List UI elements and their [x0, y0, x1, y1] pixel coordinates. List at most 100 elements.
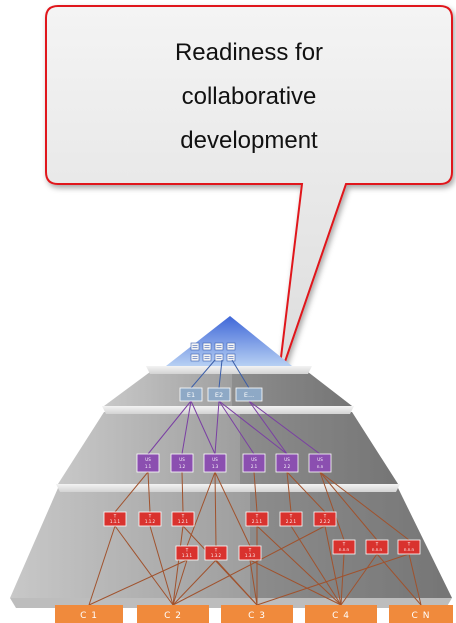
- image-icon: [226, 342, 236, 351]
- epic-story-link: [214, 400, 220, 455]
- callout-shape: [45, 5, 453, 383]
- callout-line-2: collaborative: [182, 83, 317, 110]
- epic-story-link: [248, 400, 288, 455]
- user-story-id: 1.3: [212, 464, 219, 469]
- task-client-link: [340, 553, 378, 606]
- user-story-id: 2.1: [251, 464, 258, 469]
- task-id: 1.1.2: [145, 519, 156, 524]
- task-type: T: [248, 548, 252, 553]
- task-id: 1.2.1: [178, 519, 189, 524]
- epic-story-link: [181, 400, 192, 455]
- task-type: T: [214, 548, 218, 553]
- client-label: C 1: [80, 611, 98, 621]
- client-box: C 1: [55, 605, 123, 623]
- callout-line-1: Readiness for: [175, 39, 323, 66]
- image-icon: [226, 353, 236, 362]
- task-client-link: [324, 525, 342, 606]
- user-story-id: 1.2: [179, 464, 186, 469]
- story-task-link: [319, 471, 410, 541]
- user-story-type: US: [284, 457, 290, 462]
- story-task-link: [253, 471, 258, 513]
- task-client-link: [249, 559, 258, 606]
- story-task-link: [214, 471, 251, 547]
- pyramid-slab-middle: [102, 406, 354, 414]
- client-label: C 3: [248, 611, 266, 621]
- epic-story-link: [190, 400, 216, 455]
- story-task-link: [147, 471, 151, 513]
- client-boxes: C 1 C 2 C 3 C 4 C N: [55, 605, 453, 623]
- epic-box: E...: [235, 387, 263, 402]
- client-box: C 2: [137, 605, 209, 623]
- task-id: 2.2.2: [320, 519, 331, 524]
- story-task-link: [214, 471, 217, 547]
- document-icon: [190, 342, 200, 351]
- task-box: Tn.n.n: [397, 539, 421, 555]
- client-box: C N: [389, 605, 453, 623]
- task-client-link: [249, 559, 342, 606]
- task-box: T1.1.2: [138, 511, 162, 527]
- task-box: Tn.n.n: [332, 539, 356, 555]
- apex-epic-link: [231, 359, 250, 389]
- pyramid-tier-middle: [58, 412, 398, 484]
- task-box: T1.3.1: [175, 545, 199, 561]
- client-label: C 4: [332, 611, 350, 621]
- story-task-link: [286, 471, 326, 513]
- task-client-link: [215, 559, 258, 606]
- task-box: Tn.n.n: [365, 539, 389, 555]
- client-label: C 2: [164, 611, 182, 621]
- grid-icon: [214, 353, 224, 362]
- epic-story-link: [248, 400, 321, 455]
- task-client-link: [172, 525, 184, 606]
- apex-epic-link: [190, 359, 216, 389]
- task-box: T1.3.2: [204, 545, 228, 561]
- task-box: T2.1.1: [245, 511, 269, 527]
- epic-story-link: [218, 400, 255, 455]
- epic-box: E1: [179, 387, 203, 402]
- chart-icon: [202, 342, 212, 351]
- task-type: T: [185, 548, 189, 553]
- task-client-link: [256, 553, 410, 606]
- story-task-link: [319, 471, 378, 541]
- task-type: T: [375, 542, 379, 547]
- task-id: n.n.n: [404, 547, 415, 552]
- task-id: 1.3.1: [182, 553, 193, 558]
- task-box: T2.2.1: [279, 511, 303, 527]
- callout-line-3: development: [180, 127, 318, 154]
- task-box: T1.1.1: [103, 511, 127, 527]
- story-task-link: [319, 471, 345, 541]
- story-task-link: [186, 471, 216, 547]
- pyramid-slab-lower: [56, 484, 400, 492]
- user-story-box: US2.2: [275, 453, 299, 473]
- story-task-link: [181, 471, 184, 513]
- connector-lines: [88, 359, 422, 606]
- user-story-type: US: [145, 457, 151, 462]
- task-client-link: [172, 559, 188, 606]
- task-type: T: [289, 514, 293, 519]
- task-boxes: T1.1.1T1.1.2T1.2.1T2.1.1T2.2.1T2.2.2T1.3…: [103, 511, 421, 561]
- client-label: C N: [412, 611, 431, 621]
- task-client-link: [88, 559, 188, 606]
- user-story-type: US: [251, 457, 257, 462]
- client-box: C 3: [221, 605, 293, 623]
- pyramid-slab-upper: [146, 366, 312, 374]
- task-id: 1.1.1: [110, 519, 121, 524]
- task-type: T: [113, 514, 117, 519]
- task-type: T: [181, 514, 185, 519]
- task-client-link: [408, 553, 422, 606]
- task-box: T2.2.2: [313, 511, 337, 527]
- task-client-link: [340, 553, 345, 606]
- user-story-type: US: [212, 457, 218, 462]
- task-box: T1.3.3: [238, 545, 262, 561]
- task-client-link: [149, 525, 174, 606]
- epic-story-link: [218, 400, 288, 455]
- epic-story-link: [147, 400, 192, 455]
- epic-label: E1: [187, 391, 195, 399]
- user-story-type: US: [179, 457, 185, 462]
- document-icon: [190, 353, 200, 362]
- task-type: T: [148, 514, 152, 519]
- task-id: 2.2.1: [286, 519, 297, 524]
- task-client-link: [172, 525, 326, 606]
- task-type: T: [255, 514, 259, 519]
